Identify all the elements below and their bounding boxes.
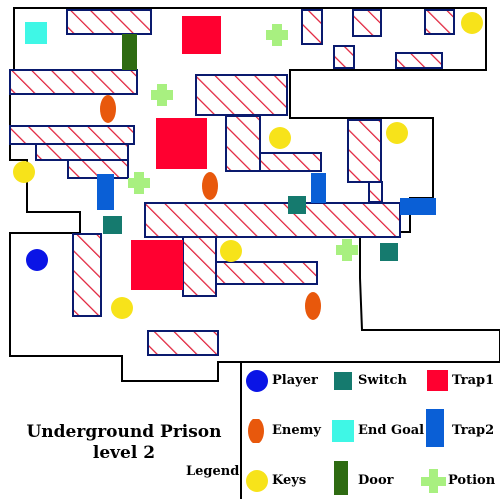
hatched-walls — [9, 9, 455, 356]
wall-block — [35, 143, 129, 161]
wall-block — [301, 9, 323, 45]
wall-block — [144, 202, 401, 238]
legend-label: Enemy — [272, 423, 321, 438]
trap1-tile — [182, 16, 221, 54]
wall-block — [9, 69, 138, 95]
trap1-tile — [156, 118, 207, 169]
wall-block — [9, 125, 135, 145]
key-item — [13, 161, 35, 183]
legend-label: Trap2 — [452, 423, 495, 438]
level-name: Underground Prison — [26, 422, 222, 442]
wall-block — [347, 119, 382, 183]
wall-block — [352, 9, 382, 37]
potion-item — [128, 178, 150, 188]
legend-heading: Legend — [186, 464, 240, 479]
wall-block — [195, 74, 288, 116]
wall-block — [215, 261, 318, 285]
wall-block — [333, 45, 355, 69]
potion-icon — [421, 469, 446, 493]
enemy-icon — [248, 419, 264, 443]
wall-block — [182, 236, 217, 297]
switch-icon — [334, 372, 352, 390]
level-number: level 2 — [92, 443, 156, 463]
switch-tile — [103, 216, 122, 234]
wall-block — [147, 330, 219, 356]
potion-item — [151, 90, 173, 100]
door-tile — [122, 34, 137, 70]
trap1-tile — [131, 240, 183, 290]
wall-block — [72, 233, 102, 317]
trap1-icon — [427, 370, 448, 391]
key-item — [461, 12, 483, 34]
trap2-tile — [97, 174, 114, 210]
wall-block — [225, 115, 261, 172]
keys-icon — [246, 470, 268, 492]
legend-label: Keys — [272, 473, 307, 488]
map-objects — [13, 12, 483, 320]
legend-panel: Player Switch Trap1 Enemy End Goal Trap2… — [240, 361, 500, 499]
legend-label: Door — [358, 473, 394, 488]
wall-block — [368, 181, 383, 203]
level-title: Underground Prison level 2 — [10, 422, 238, 464]
enemy-marker — [100, 95, 116, 123]
switch-tile — [288, 196, 306, 214]
wall-block — [395, 52, 443, 69]
legend-label: Switch — [358, 373, 407, 388]
wall-block — [424, 9, 455, 35]
switch-tile — [380, 243, 398, 261]
potion-item — [266, 30, 288, 40]
wall-block — [259, 152, 322, 172]
enemy-marker — [202, 172, 218, 200]
key-item — [111, 297, 133, 319]
player-marker — [26, 249, 48, 271]
legend-label: Player — [272, 373, 318, 388]
key-item — [386, 122, 408, 144]
wall-block — [66, 9, 152, 35]
player-icon — [246, 370, 268, 392]
legend-label: Potion — [448, 473, 496, 488]
trap2-tile — [311, 173, 326, 203]
enemy-marker — [305, 292, 321, 320]
key-item — [269, 127, 291, 149]
key-item — [220, 240, 242, 262]
legend-label: Trap1 — [452, 373, 495, 388]
trap2-tile — [400, 198, 436, 215]
end-goal-tile — [25, 22, 47, 44]
potion-item — [336, 245, 358, 255]
door-icon — [334, 461, 348, 495]
end-goal-icon — [332, 420, 354, 442]
legend-label: End Goal — [358, 423, 425, 438]
trap2-icon — [426, 409, 444, 447]
